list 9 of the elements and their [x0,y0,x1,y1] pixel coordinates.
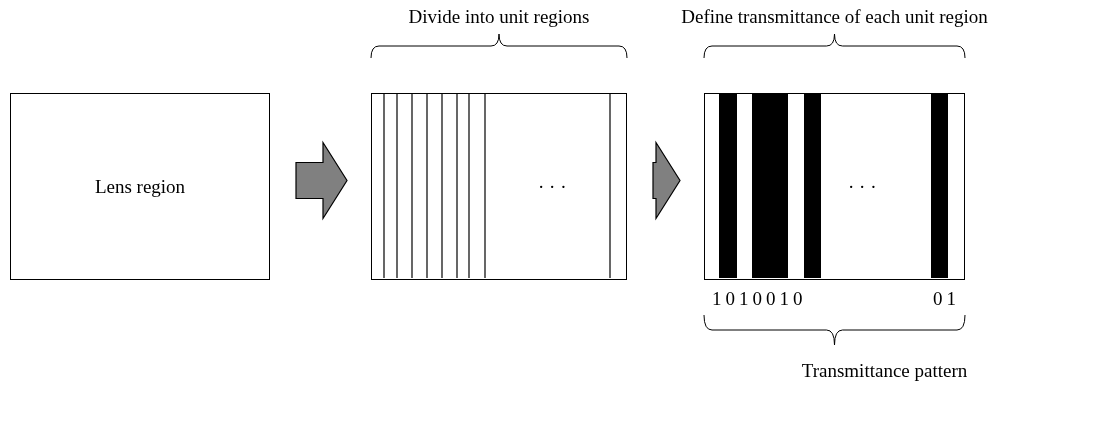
heading-text: Define transmittance of each unit region [681,6,988,28]
heading-text: Divide into unit regions [408,6,590,28]
caption-text: Transmittance pattern [801,360,968,382]
bit-value-text: 01 [933,288,960,310]
bit-value-text: 1010010 [712,288,807,310]
lens-region-box [10,93,270,280]
region-label: Lens region [93,175,187,198]
block-arrow [295,140,348,221]
block-arrow [652,140,681,221]
